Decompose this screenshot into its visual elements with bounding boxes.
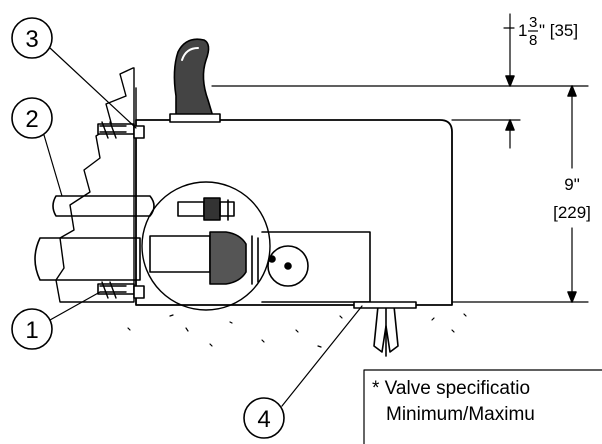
drain-box (261, 231, 371, 303)
floor-dots (127, 313, 467, 348)
valve-fitting (177, 201, 205, 217)
drain-fitting (209, 231, 247, 285)
callout-1 (11, 308, 53, 350)
note-line-2: Minimum/Maximu (386, 404, 535, 425)
callout-3-label: 3 (25, 26, 38, 53)
offset-dim-whole: 1 (518, 21, 527, 40)
offset-dim-numerator: 3 (529, 14, 537, 31)
callout-1-label: 1 (25, 317, 38, 344)
note-line-1: * Valve specificatio (372, 378, 530, 399)
bubbler (173, 38, 215, 121)
note-box (363, 369, 602, 444)
offset-dim-suffix: " [35] (539, 21, 578, 40)
supply-pipe (52, 195, 155, 217)
fountain-housing (135, 119, 453, 306)
drain-cap (267, 245, 309, 287)
anchor-bottom (97, 281, 145, 299)
offset-dim-denominator: 8 (529, 32, 537, 49)
height-dim-imperial: 9" (564, 175, 580, 194)
height-dim-metric: [229] (553, 203, 591, 222)
callout-3 (11, 17, 53, 59)
callout-2-label: 2 (25, 106, 38, 133)
detail-circle (141, 181, 271, 311)
anchor-top (97, 121, 145, 139)
drain-pipe (34, 237, 141, 281)
floor-anchor (353, 301, 417, 357)
wall-outline (55, 67, 135, 303)
callout-2 (11, 97, 53, 139)
callout-4-label: 4 (257, 406, 270, 433)
callout-4 (243, 397, 285, 439)
